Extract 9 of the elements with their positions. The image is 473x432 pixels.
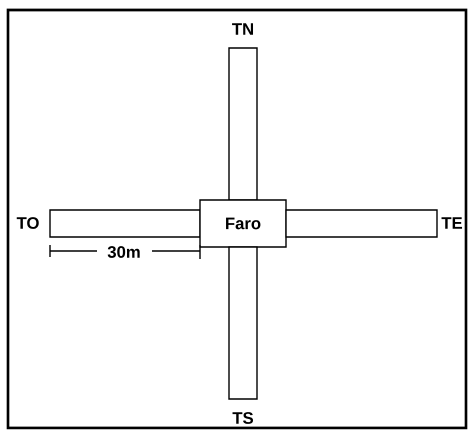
label-box: Faro [199, 199, 287, 248]
arm-bar [49, 209, 201, 238]
arm-label: TS [232, 412, 254, 424]
arm-label: TE [442, 217, 462, 229]
arm-label: TN [232, 23, 254, 35]
arm-bar [285, 209, 438, 238]
arm-label: TO [16, 217, 39, 229]
arm-bar [228, 246, 258, 400]
arm-bar [228, 47, 258, 201]
